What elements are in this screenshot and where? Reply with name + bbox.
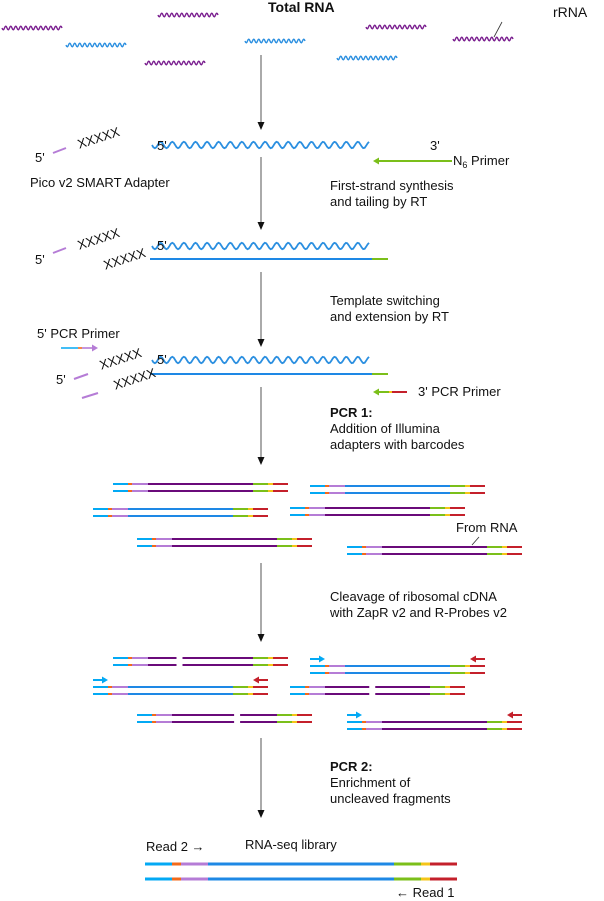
adapter-5prime-segment-3 [73,373,89,380]
label-strand-5prime-3: 5' [157,352,167,367]
rrna-squiggle [157,12,219,18]
label-adapter-5prime-3: 5' [56,372,66,387]
flow-arrow-2-head [257,222,265,230]
adapter-5prime-segment [52,147,67,154]
step3-line2: adapters with barcodes [330,437,465,452]
step1-line1: First-strand synthesis [330,178,454,193]
adapter-tail-segment-3 [81,392,99,399]
flow-arrow-4-head [257,457,265,465]
rrna-leader-line [493,21,503,38]
step4-line2: with ZapR v2 and R-Probes v2 [330,605,508,620]
label-rna-3prime: 3' [430,138,440,153]
pcr3-primer-arrow-head [373,388,379,396]
flow-arrow-5-head [257,634,265,642]
label-rna-seq-library: RNA-seq library [245,837,337,852]
rrna-squiggle [1,25,63,31]
pcr2-reverse-primer-arrow-head [253,676,259,684]
step4-line1: Cleavage of ribosomal cDNA [330,589,497,604]
adapter-5prime-segment-2 [52,247,67,254]
n6-primer-arrow-head [373,157,379,165]
flow-arrow-3-head [257,339,265,347]
step2-line2: and extension by RT [330,309,449,324]
label-adapter-5prime-2: 5' [35,252,45,267]
mrna-squiggle [336,55,398,61]
label-rrna: rRNA [553,4,588,20]
pcr2-reverse-primer-arrow-head [470,655,476,663]
from-rna-leader-line [471,536,480,546]
pcr2-forward-primer-arrow-head [319,655,325,663]
label-rna-5prime: 5' [157,138,167,153]
step5-line1: Enrichment of [330,775,411,790]
step1-line2: and tailing by RT [330,194,428,209]
mrna-squiggle [65,42,127,48]
rna-template-wave [151,140,370,150]
rna-template-wave-3 [151,355,370,365]
rrna-squiggle [452,36,514,42]
rrna-squiggle [365,24,427,30]
step5-line2: uncleaved fragments [330,791,451,806]
mrna-squiggle [244,38,306,44]
label-strand-5prime-2: 5' [157,238,167,253]
label-adapter-5prime: 5' [35,150,45,165]
label-5prime-pcr-primer: 5' PCR Primer [37,326,120,341]
flow-arrow-1-head [257,122,265,130]
title-total-rna: Total RNA [268,0,335,15]
label-from-rna: From RNA [456,520,518,535]
rrna-squiggle [144,60,206,66]
pcr5-primer-arrow-head [92,344,98,352]
label-pico-adapter: Pico v2 SMART Adapter [30,175,170,190]
step5-title: PCR 2: [330,759,373,774]
label-read2: Read 2 → [146,839,205,854]
flow-arrow-6-head [257,810,265,818]
label-3prime-pcr-primer: 3' PCR Primer [418,384,501,399]
step2-line1: Template switching [330,293,440,308]
pcr2-forward-primer-arrow-head [356,711,362,719]
label-n6-primer: N6 Primer [453,153,510,170]
pcr2-reverse-primer-arrow-head [507,711,513,719]
rna-template-wave-2 [151,241,370,251]
label-read1: ← Read 1 [396,885,455,900]
step3-line1: Addition of Illumina [330,421,440,436]
pcr2-forward-primer-arrow-head [102,676,108,684]
step3-title: PCR 1: [330,405,373,420]
